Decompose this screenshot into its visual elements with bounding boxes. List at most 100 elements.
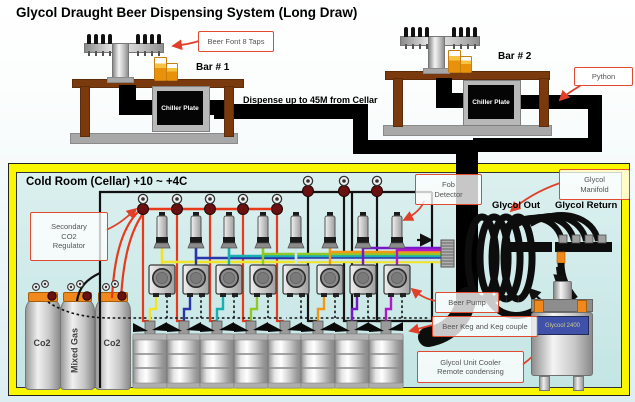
tap-spout [137, 51, 139, 56]
tap-spout [144, 51, 146, 56]
dispense-note: Dispense up to 45M from Cellar [243, 95, 378, 105]
bar1-label: Bar # 1 [196, 62, 230, 73]
secondary-regulator [271, 193, 283, 215]
fob-detector [354, 212, 372, 249]
beer-pump [249, 264, 277, 297]
tap-handle [404, 27, 408, 37]
callout-beer-font: Beer Font 8 Taps [198, 31, 274, 52]
tap-handle [459, 27, 463, 37]
fob-detector [153, 212, 171, 249]
coupler-handle [388, 322, 403, 331]
beer-pump-arrow [410, 287, 437, 302]
cylinder-regulator [32, 280, 57, 301]
bar2-label: Bar # 2 [498, 51, 532, 62]
callout-beer-pump: Beer Pump [435, 292, 499, 313]
tap-spout [467, 44, 469, 49]
tap-handle [101, 34, 105, 44]
tap-spout [453, 44, 455, 49]
coupler-handle [200, 323, 215, 332]
cylinder-valve-collar [28, 292, 58, 302]
callout-beer-keg: Beer Keg and Keg couple [432, 316, 538, 337]
keg-coupler [245, 320, 257, 336]
coupler-handle [133, 323, 148, 332]
tap-spout [419, 44, 421, 49]
glycol-unit-leg [573, 376, 584, 391]
coupler-handle [219, 322, 234, 331]
tap-spout [88, 51, 90, 56]
tap-spout [158, 51, 160, 56]
keg-coupler [346, 320, 358, 336]
beer-keg-arrow [408, 323, 434, 335]
secondary-regulator [237, 193, 249, 215]
cylinder-label-co2-2: Co2 [103, 338, 121, 348]
beer-keg [199, 320, 235, 389]
fob-detector [321, 212, 339, 249]
coupler-handle [152, 322, 167, 331]
page-title: Glycol Draught Beer Dispensing System (L… [16, 5, 358, 20]
beer-pump [148, 264, 176, 297]
beer-keg [132, 320, 168, 389]
glycol-unit-leg [539, 376, 550, 391]
bar1-chiller-label: Chiller Plate [157, 91, 203, 125]
tap-handle [418, 27, 422, 37]
python-bundle-connector [440, 239, 455, 268]
tap-spout [474, 44, 476, 49]
tap-spout [109, 51, 111, 56]
beer-keg [368, 320, 404, 389]
coupler-handle [186, 322, 201, 331]
fob-detector [388, 212, 406, 249]
secondary-regulator [338, 175, 350, 197]
glycol-manifold-arrow [509, 182, 561, 213]
beer-keg [334, 320, 370, 389]
tap-spout [102, 51, 104, 56]
fob-detector [287, 212, 305, 249]
fob-detector [220, 212, 238, 249]
beer-glass [166, 63, 178, 81]
beer-pump [316, 264, 344, 297]
callout-python: Python [574, 67, 633, 86]
callout-glycol-unit-cooler: Glycol Unit Cooler Remote condensing [417, 351, 524, 383]
co2-cylinder-1 [25, 296, 61, 390]
bar2-leg-right [539, 78, 549, 127]
secondary-regulator [171, 193, 183, 215]
keg-coupler [211, 320, 223, 336]
cylinder-regulator [102, 280, 127, 301]
glycol-unit-plate: Glycool 2400 [536, 316, 589, 335]
beer-keg [300, 320, 336, 389]
bar2-chiller-label: Chiller Plate [468, 85, 514, 119]
bar1-leg-left [80, 86, 90, 137]
cylinder-label-mixed-gas: Mixed Gas [69, 327, 80, 374]
coupler-handle [253, 322, 268, 331]
tap-spout [95, 51, 97, 56]
callout-glycol-manifold: Glycol Manifold [559, 169, 630, 200]
secondary-co2-arrow [105, 207, 138, 231]
tap-spout [412, 44, 414, 49]
keg-coupler [178, 320, 190, 336]
coupler-handle [167, 323, 182, 332]
tap-handle [136, 34, 140, 44]
coupler-handle [354, 322, 369, 331]
cylinder-label-co2-1: Co2 [33, 338, 51, 348]
bar1-base [70, 133, 238, 144]
cold-room-label: Cold Room (Cellar) +10 ~ +4C [26, 176, 188, 188]
beer-pump [282, 264, 310, 297]
coupler-handle [320, 322, 335, 331]
beer-lines [148, 246, 443, 333]
beer-pump [349, 264, 377, 297]
beer-glass [460, 56, 472, 73]
tap-handle [473, 27, 477, 37]
python-arrow [558, 84, 582, 102]
tap-handle [425, 27, 429, 37]
cylinder-regulator [67, 280, 92, 301]
beer-keg [166, 320, 202, 389]
coupler-handle [268, 323, 283, 332]
secondary-regulator [302, 175, 314, 197]
callout-fob-detector: Fob Detector [415, 174, 482, 205]
glycol-return-label: Glycol Return [555, 200, 618, 211]
tap-handle [150, 34, 154, 44]
keg-coupler [312, 320, 324, 336]
beer-keg [267, 320, 303, 389]
beer-font-arrow [171, 39, 200, 51]
beer-keg [233, 320, 269, 389]
